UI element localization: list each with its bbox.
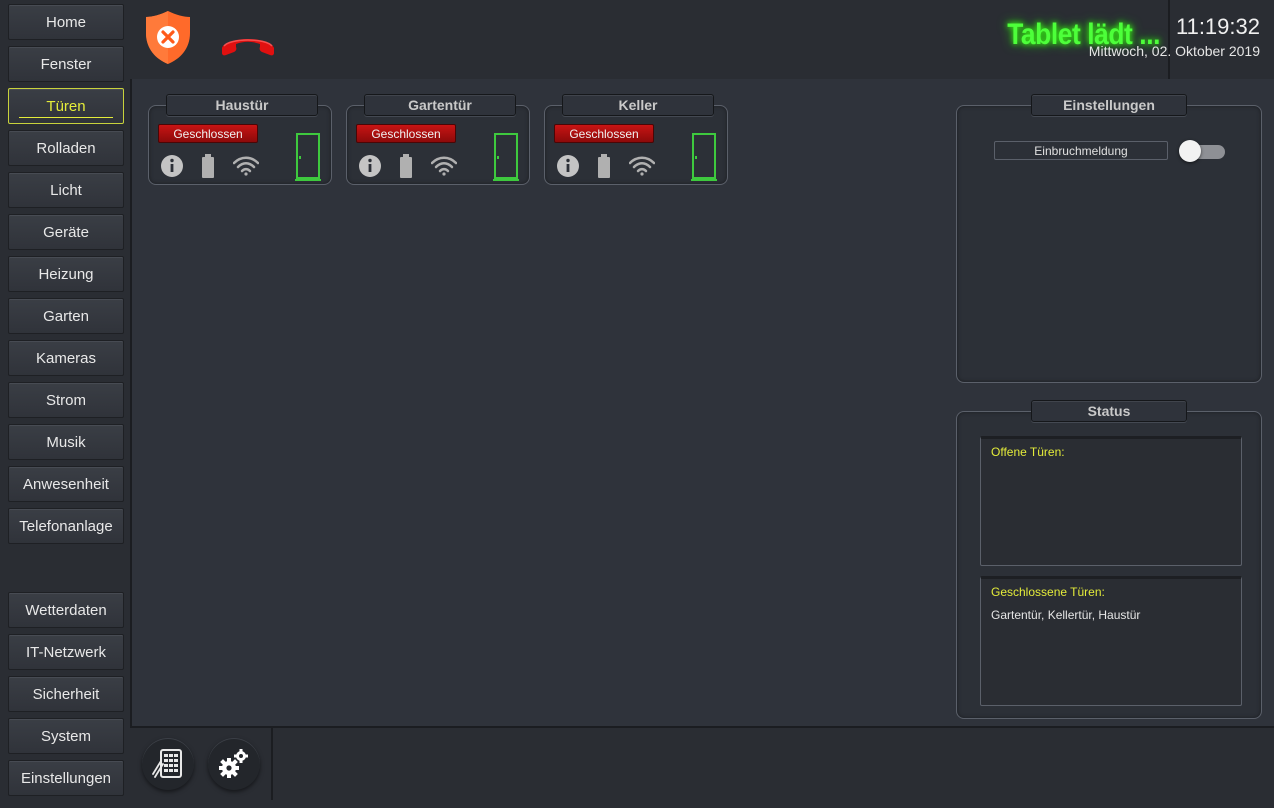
nav-musik[interactable]: Musik <box>8 424 124 460</box>
main-content: Haustür Geschlossen Gartentür Geschlosse… <box>130 79 1274 726</box>
nav-telefonanlage[interactable]: Telefonanlage <box>8 508 124 544</box>
keypad-button[interactable] <box>142 738 194 790</box>
door-card-gartentuer: Gartentür Geschlossen <box>346 94 530 185</box>
nav-home[interactable]: Home <box>8 4 124 40</box>
nav-geraete[interactable]: Geräte <box>8 214 124 250</box>
nav-fenster[interactable]: Fenster <box>8 46 124 82</box>
closed-doors-label: Geschlossene Türen: <box>991 585 1105 599</box>
nav-einstellungen[interactable]: Einstellungen <box>8 760 124 796</box>
info-icon[interactable] <box>556 154 580 178</box>
door-closed-icon <box>493 133 519 181</box>
nav-licht[interactable]: Licht <box>8 172 124 208</box>
nav-heizung[interactable]: Heizung <box>8 256 124 292</box>
status-panel-title: Status <box>1031 400 1187 422</box>
nav-rolladen[interactable]: Rolladen <box>8 130 124 166</box>
settings-panel-title: Einstellungen <box>1031 94 1187 116</box>
door-closed-icon <box>295 133 321 181</box>
alarm-label: Einbruchmeldung <box>994 141 1168 160</box>
sidebar: Home Fenster Türen Rolladen Licht Geräte… <box>0 0 130 806</box>
door-state-badge[interactable]: Geschlossen <box>356 124 456 143</box>
nav-garten[interactable]: Garten <box>8 298 124 334</box>
bottom-divider <box>271 728 273 800</box>
closed-doors-value: Gartentür, Kellertür, Haustür <box>991 608 1141 622</box>
info-icon[interactable] <box>358 154 382 178</box>
nav-system[interactable]: System <box>8 718 124 754</box>
tablet-status-text: Tablet lädt ... <box>1007 18 1160 51</box>
settings-panel: Einstellungen Einbruchmeldung <box>956 94 1262 383</box>
phone-hangup-icon[interactable] <box>218 30 278 60</box>
toggle-knob <box>1179 140 1201 162</box>
open-doors-box: Offene Türen: <box>980 436 1242 566</box>
nav-anwesenheit[interactable]: Anwesenheit <box>8 466 124 502</box>
closed-doors-box: Geschlossene Türen: Gartentür, Kellertür… <box>980 576 1242 706</box>
info-icon[interactable] <box>160 154 184 178</box>
open-doors-label: Offene Türen: <box>991 445 1065 459</box>
keypad-icon <box>152 749 182 778</box>
nav-tueren[interactable]: Türen <box>8 88 124 124</box>
top-bar: Tablet lädt ... 11:19:32 Mittwoch, 02. O… <box>130 0 1274 81</box>
battery-icon <box>202 154 214 178</box>
header-divider <box>1168 0 1170 79</box>
door-card-title: Haustür <box>166 94 318 116</box>
door-closed-icon <box>691 133 717 181</box>
shield-x-icon[interactable] <box>144 9 192 65</box>
alarm-toggle[interactable] <box>1179 140 1229 162</box>
door-card-haustuer: Haustür Geschlossen <box>148 94 332 185</box>
nav-wetterdaten[interactable]: Wetterdaten <box>8 592 124 628</box>
settings-gears-icon <box>219 749 248 778</box>
wifi-icon <box>629 156 655 176</box>
door-card-title: Gartentür <box>364 94 516 116</box>
clock-time: 11:19:32 <box>1175 14 1260 39</box>
door-card-title: Keller <box>562 94 714 116</box>
wifi-icon <box>233 156 259 176</box>
settings-button[interactable] <box>208 738 260 790</box>
nav-it-netzwerk[interactable]: IT-Netzwerk <box>8 634 124 670</box>
door-card-keller: Keller Geschlossen <box>544 94 728 185</box>
nav-kameras[interactable]: Kameras <box>8 340 124 376</box>
status-panel: Status Offene Türen: Geschlossene Türen:… <box>956 400 1262 719</box>
door-state-badge[interactable]: Geschlossen <box>158 124 258 143</box>
battery-icon <box>400 154 412 178</box>
clock-date: Mittwoch, 02. Oktober 2019 <box>1088 43 1260 59</box>
door-state-badge[interactable]: Geschlossen <box>554 124 654 143</box>
bottom-bar <box>130 726 1274 808</box>
nav-sicherheit[interactable]: Sicherheit <box>8 676 124 712</box>
nav-strom[interactable]: Strom <box>8 382 124 418</box>
wifi-icon <box>431 156 457 176</box>
battery-icon <box>598 154 610 178</box>
